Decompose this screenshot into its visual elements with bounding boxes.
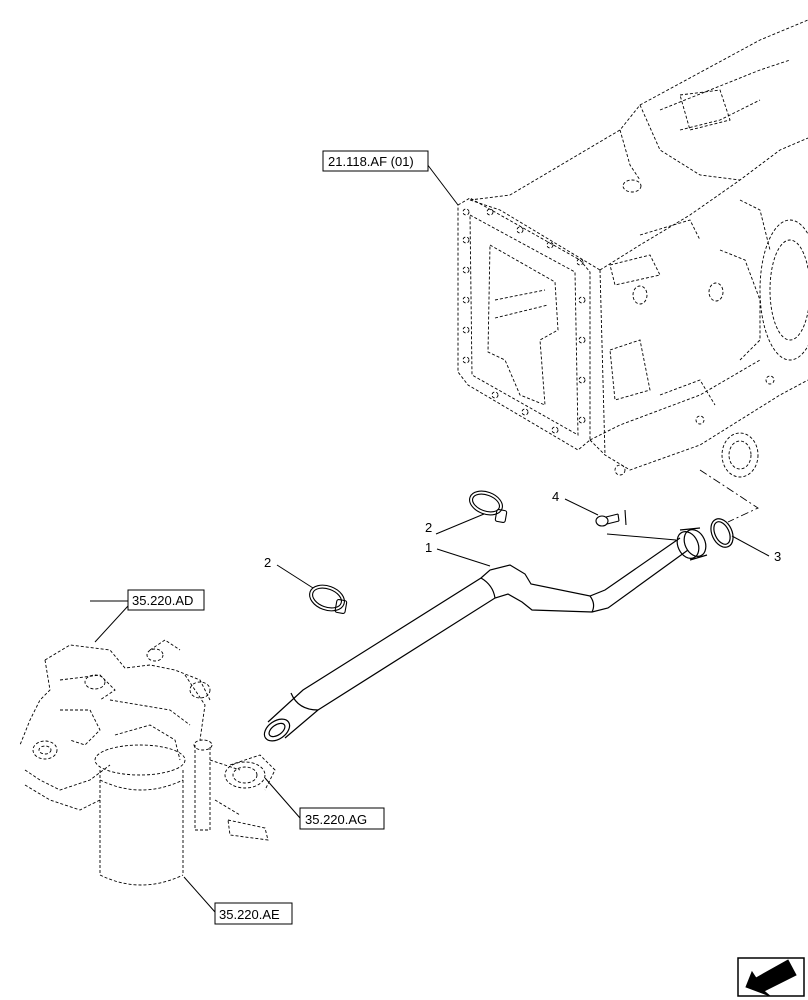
svg-text:35.220.AG: 35.220.AG	[305, 812, 367, 827]
svg-text:21.118.AF (01): 21.118.AF (01)	[328, 154, 414, 169]
callout-o-ring: 3	[774, 549, 781, 564]
ref-box-hose-connection[interactable]: 35.220.AG	[299, 807, 385, 830]
ref-box-transmission[interactable]: 21.118.AF (01)	[322, 150, 429, 172]
bolt	[595, 509, 677, 541]
callout-clamp-lower: 2	[264, 555, 271, 570]
next-page-arrow-icon[interactable]	[737, 957, 805, 997]
pipe	[263, 527, 708, 742]
callout-clamp-upper: 2	[425, 520, 432, 535]
filter-assembly	[19, 639, 276, 886]
hose-clamp-lower	[309, 584, 348, 614]
svg-text:35.220.AD: 35.220.AD	[132, 593, 193, 608]
ref-box-filter-canister[interactable]: 35.220.AE	[214, 902, 293, 925]
hose-clamp-upper	[469, 490, 508, 524]
ref-box-filter-assembly[interactable]: 35.220.AD	[127, 589, 205, 611]
svg-text:35.220.AE: 35.220.AE	[219, 907, 280, 922]
o-ring	[710, 518, 734, 548]
callout-pipe: 1	[425, 540, 432, 555]
transmission-housing	[457, 19, 808, 478]
callout-bolt: 4	[552, 489, 559, 504]
assembly-centerline	[699, 469, 759, 523]
leader-lines	[90, 163, 770, 913]
